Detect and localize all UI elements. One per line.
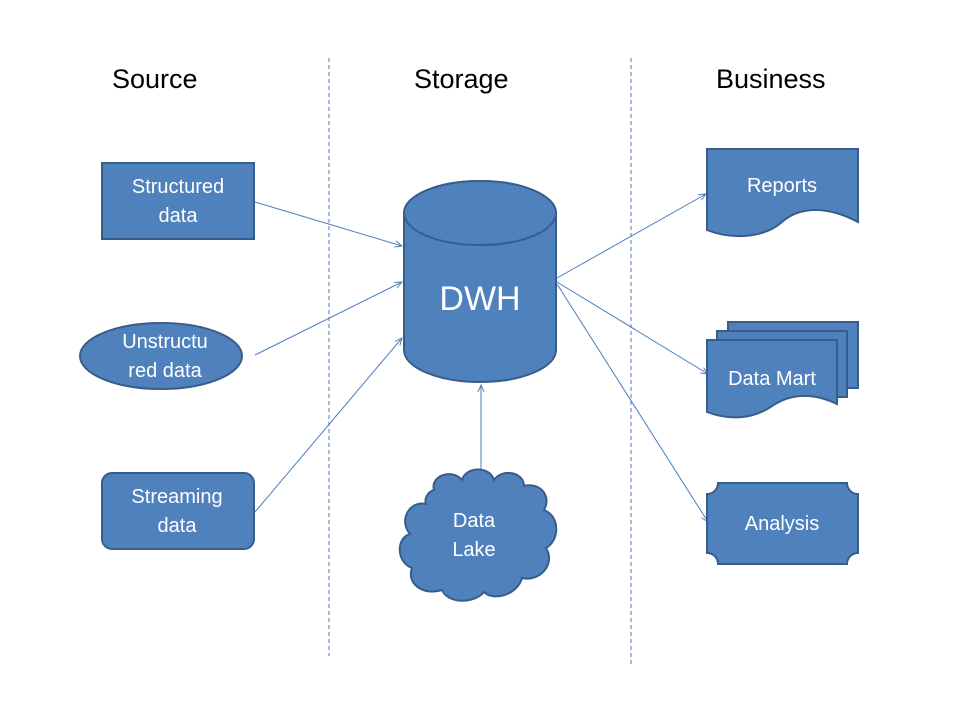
edge-dwh-to-reports: [556, 194, 706, 279]
analysis-plaque-node: Analysis: [706, 482, 859, 565]
streaming-data-label-line2: data: [158, 515, 198, 537]
structured-data-label-line1: Structured: [132, 176, 224, 198]
structured-data-node: Structured data: [101, 162, 255, 240]
structured-data-label-line2: data: [159, 205, 199, 227]
column-heading-storage: Storage: [414, 64, 509, 94]
reports-label: Reports: [747, 175, 817, 197]
unstructured-data-label-line2: red data: [128, 360, 202, 382]
data-lake-label-line1: Data: [453, 510, 496, 532]
unstructured-data-node: Unstructu red data: [79, 322, 243, 390]
data-mart-multidocument-node: Data Mart: [706, 321, 859, 419]
streaming-data-label-line1: Streaming: [131, 486, 222, 508]
streaming-data-node: Streaming data: [101, 472, 255, 550]
dwh-label: DWH: [439, 280, 520, 318]
data-mart-label: Data Mart: [728, 368, 816, 390]
data-lake-cloud-node: Data Lake: [398, 468, 558, 602]
column-heading-source: Source: [112, 64, 198, 94]
reports-document-node: Reports: [706, 148, 859, 238]
edge-dwh-to-analysis: [556, 283, 708, 522]
edge-unstructured-to-dwh: [254, 282, 402, 356]
dwh-cylinder-node: DWH: [403, 180, 557, 383]
unstructured-data-label-line1: Unstructu: [122, 331, 208, 353]
edge-streaming-to-dwh: [254, 338, 402, 513]
edge-structured-to-dwh: [254, 201, 402, 246]
edge-dwh-to-data-mart: [556, 281, 708, 374]
column-heading-business: Business: [716, 64, 826, 94]
data-lake-label-line2: Lake: [452, 539, 495, 561]
analysis-label: Analysis: [745, 513, 819, 535]
